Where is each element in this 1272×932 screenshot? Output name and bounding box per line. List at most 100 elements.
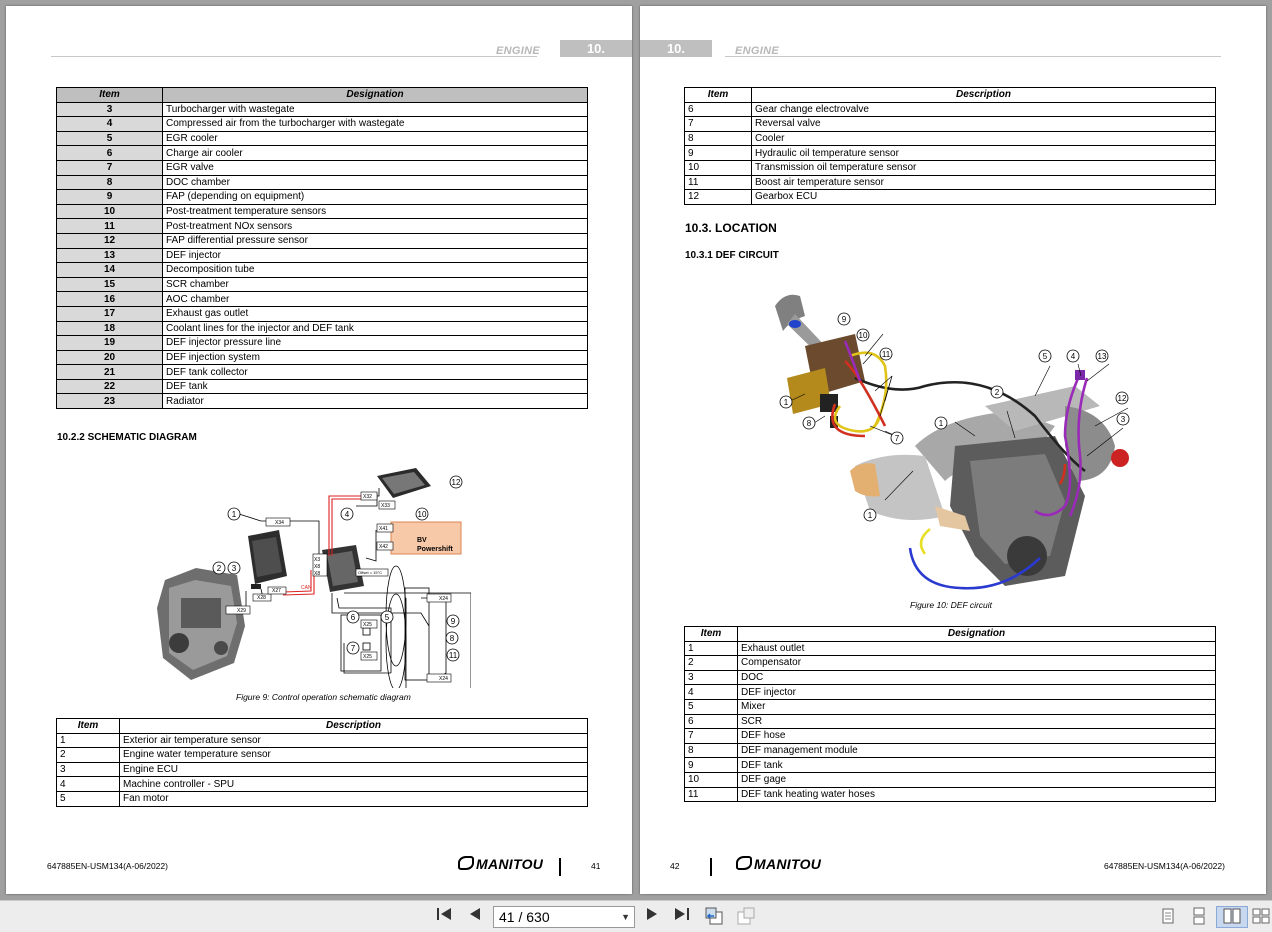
item-number-cell: 9 — [684, 145, 752, 161]
designation-cell: Mixer — [737, 698, 1216, 715]
item-number-cell: 3 — [56, 761, 120, 778]
item-number-cell: 3 — [684, 669, 738, 686]
last-page-icon[interactable] — [671, 907, 693, 927]
first-page-icon[interactable] — [433, 907, 455, 927]
svg-text:4: 4 — [345, 510, 350, 519]
description-cell: Boost air temperature sensor — [751, 174, 1216, 191]
item-number-cell: 8 — [684, 742, 738, 759]
item-number-cell: 4 — [684, 684, 738, 700]
item-number-cell: 21 — [56, 364, 163, 380]
item-number-cell: 5 — [684, 698, 738, 715]
description-cell: Exterior air temperature sensor — [119, 732, 588, 749]
manitou-mark-icon — [458, 856, 474, 870]
page-number: 41 — [591, 861, 601, 871]
description-cell: Cooler — [751, 130, 1216, 147]
item-number-cell: 13 — [56, 247, 163, 264]
header-chapter-number: 10. — [640, 40, 712, 57]
manitou-logo: MANITOU — [458, 856, 543, 872]
item-number-cell: 16 — [56, 291, 163, 307]
description-cell: Gear change electrovalve — [751, 101, 1216, 118]
continuous-view-icon[interactable] — [1188, 907, 1210, 927]
prev-page-icon[interactable] — [464, 907, 486, 927]
svg-text:9: 9 — [451, 617, 456, 626]
bv-label: BV — [417, 537, 427, 544]
item-number-cell: 6 — [56, 145, 163, 161]
connector-x27: X27 — [272, 588, 281, 594]
item-number-cell: 15 — [56, 276, 163, 293]
column-header-item: Item — [56, 87, 163, 103]
figure-caption-schematic: Figure 9: Control operation schematic di… — [236, 692, 411, 702]
next-page-icon[interactable] — [641, 907, 663, 927]
item-number-cell: 1 — [684, 640, 738, 657]
description-cell: Gearbox ECU — [751, 189, 1216, 205]
facing-pages-view-icon[interactable] — [1216, 906, 1248, 928]
footer-document-code: 647885EN-USM134(A-06/2022) — [1104, 861, 1225, 871]
svg-text:7: 7 — [351, 644, 356, 653]
designation-cell: Exhaust outlet — [737, 640, 1216, 657]
designation-cell: EGR valve — [162, 159, 588, 176]
column-header-description: Description — [119, 718, 588, 734]
description-cell: Fan motor — [119, 790, 588, 807]
designation-cell: DOC — [737, 669, 1216, 686]
designation-cell: DEF injection system — [162, 349, 588, 366]
item-number-cell: 10 — [56, 203, 163, 220]
item-number-cell: 12 — [684, 189, 752, 205]
svg-text:2: 2 — [217, 564, 222, 573]
item-number-cell: 4 — [56, 776, 120, 792]
item-number-cell: 20 — [56, 349, 163, 366]
svg-text:7: 7 — [895, 434, 900, 443]
history-back-icon[interactable] — [703, 907, 725, 927]
page-indicator: 41 / 630 — [499, 909, 550, 925]
item-number-cell: 7 — [684, 116, 752, 132]
item-number-cell: 14 — [56, 262, 163, 278]
figure-caption-def-circuit: Figure 10: DEF circuit — [910, 600, 993, 610]
history-forward-icon[interactable] — [735, 907, 757, 927]
engine-illustration — [157, 568, 245, 680]
connector-x41: X41 — [379, 526, 388, 532]
item-number-cell: 1 — [56, 732, 120, 749]
cover-facing-view-icon[interactable] — [1250, 907, 1272, 927]
svg-text:1: 1 — [868, 511, 873, 520]
item-number-cell: 18 — [56, 320, 163, 337]
footer-document-code: 647885EN-USM134(A-06/2022) — [47, 861, 168, 871]
designation-cell: Post-treatment temperature sensors — [162, 203, 588, 220]
svg-text:8: 8 — [450, 634, 455, 643]
svg-text:2: 2 — [995, 388, 1000, 397]
item-number-cell: 4 — [56, 116, 163, 132]
svg-text:1: 1 — [784, 398, 789, 407]
footer-separator — [710, 858, 712, 876]
item-number-cell: 12 — [56, 232, 163, 249]
page-number-select[interactable]: 41 / 630 ▼ — [493, 906, 635, 928]
item-number-cell: 6 — [684, 713, 738, 730]
svg-text:13: 13 — [1098, 352, 1107, 361]
designation-cell: Radiator — [162, 393, 588, 410]
column-header-description: Description — [751, 87, 1216, 103]
designation-cell: Exhaust gas outlet — [162, 305, 588, 322]
column-header-designation: Designation — [737, 626, 1216, 642]
engine-ecu-illustration — [248, 530, 287, 589]
connector-x33: X33 — [381, 503, 390, 509]
item-number-cell: 8 — [56, 174, 163, 191]
designation-cell: DOC chamber — [162, 174, 588, 191]
designation-cell: DEF injector — [162, 247, 588, 264]
svg-text:10: 10 — [418, 510, 427, 519]
single-page-view-icon[interactable] — [1157, 907, 1179, 927]
svg-text:3: 3 — [1121, 415, 1126, 424]
